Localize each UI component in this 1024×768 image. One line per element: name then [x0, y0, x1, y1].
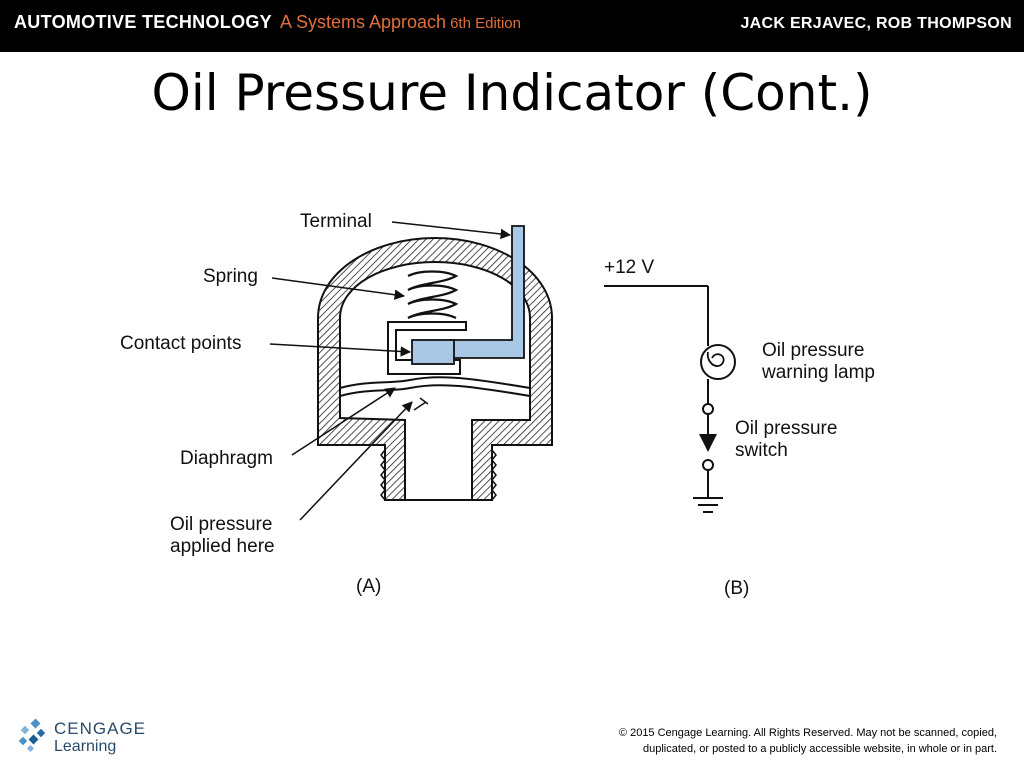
leader-diaphragm [291, 387, 396, 456]
leader-terminal [391, 221, 512, 240]
cengage-logo: CENGAGE Learning [18, 716, 148, 760]
copyright-notice: © 2015 Cengage Learning. All Rights Rese… [577, 725, 997, 757]
book-title: AUTOMOTIVE TECHNOLOGY [14, 12, 272, 32]
warning-lamp [700, 344, 736, 380]
switch-terminal-bottom [702, 459, 714, 471]
diaphragm [339, 376, 531, 389]
leader-spring [271, 277, 406, 300]
book-edition: 6th Edition [450, 15, 521, 32]
label-lamp-1: Oil pressure [762, 340, 864, 361]
label-spring: Spring [203, 266, 258, 287]
lamp-filament [706, 351, 725, 367]
label-voltage: +12 V [604, 257, 655, 278]
label-switch-1: Oil pressure [735, 418, 837, 439]
figure-label-a: (A) [356, 576, 381, 597]
pressure-tick [413, 397, 429, 411]
label-oil-pressure-1: Oil pressure [170, 514, 272, 535]
copyright-line-1: © 2015 Cengage Learning. All Rights Rese… [618, 727, 997, 739]
label-diaphragm: Diaphragm [180, 448, 273, 469]
spring [407, 270, 459, 320]
slide-title: Oil Pressure Indicator (Cont.) [151, 64, 873, 122]
switch-terminal-top [702, 403, 714, 415]
contact-points [411, 339, 455, 365]
cengage-mark-icon [18, 718, 46, 753]
book-subtitle: A Systems Approach [279, 12, 447, 32]
logo-word-cengage: CENGAGE [54, 719, 147, 738]
leader-oil [299, 401, 413, 521]
label-switch-2: switch [735, 440, 788, 461]
circuit-diagram: +12 V Oil pressure warning lamp Oil pres… [604, 257, 875, 599]
copyright-line-2: duplicated, or posted to a publicly acce… [642, 743, 997, 755]
label-contact-points: Contact points [120, 333, 241, 354]
label-lamp-2: warning lamp [761, 362, 875, 383]
logo-word-learning: Learning [54, 738, 117, 755]
switch-housing [317, 236, 553, 501]
switch-arrow [699, 434, 717, 452]
diaphragm-lower [339, 384, 531, 397]
thread-teeth [380, 449, 497, 501]
label-oil-pressure-2: applied here [170, 536, 275, 557]
pressure-switch-diagram: Terminal Spring Contact points Diaphragm… [120, 211, 553, 597]
leader-contact [269, 343, 412, 357]
label-terminal: Terminal [300, 211, 372, 232]
figure-label-b: (B) [724, 578, 749, 599]
authors: JACK ERJAVEC, ROB THOMPSON [740, 15, 1012, 32]
